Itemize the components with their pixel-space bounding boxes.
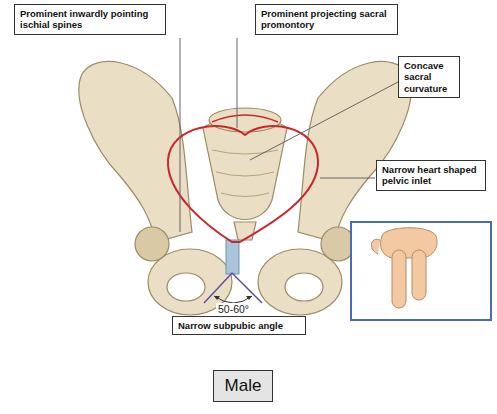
leader-line <box>250 82 398 160</box>
callout-box: Prominent inwardly pointing ischial spin… <box>14 4 166 35</box>
left-acetabulum <box>135 227 169 261</box>
callout-box: Narrow subpubic angle <box>172 316 306 335</box>
node-text: Male <box>220 376 266 396</box>
title-box: Male <box>213 370 273 402</box>
leader-line <box>237 38 238 128</box>
right-obturator <box>285 273 323 301</box>
promontory-outline <box>212 115 278 122</box>
subpubic-angle-lines <box>204 273 262 303</box>
angle-value: 50-60° <box>216 303 251 315</box>
leader-line <box>320 178 375 179</box>
segment-line <box>221 193 269 197</box>
node-text: Prominent projecting sacral promontory <box>261 8 392 31</box>
node-text: Prominent inwardly pointing ischial spin… <box>20 8 160 31</box>
callout-box: Prominent projecting sacral promontory <box>255 4 398 35</box>
thumb <box>371 239 380 254</box>
sacral-base <box>209 108 281 132</box>
leader-lines <box>180 38 398 232</box>
hand-fist <box>380 228 437 258</box>
callout-box: Concave sacral curvature <box>398 56 460 98</box>
coccyx <box>234 222 256 240</box>
inset-frame <box>351 222 491 320</box>
finger <box>412 250 426 300</box>
hand-inset <box>351 222 491 320</box>
finger <box>392 250 406 308</box>
node-text: Narrow subpubic angle <box>178 320 300 331</box>
pubic-symphysis <box>226 240 239 274</box>
pelvic-inlet-outline <box>168 126 318 242</box>
left-ilium <box>79 61 192 242</box>
sacral-segments <box>212 150 278 197</box>
callout-box: Narrow heart shaped pelvic inlet <box>376 160 486 191</box>
leader-line <box>180 38 181 232</box>
right-acetabulum <box>321 227 355 261</box>
arrowhead <box>246 296 252 300</box>
angle-arc <box>214 296 252 303</box>
arrowhead <box>214 296 220 300</box>
node-text: Narrow heart shaped pelvic inlet <box>382 164 480 187</box>
right-ilium <box>298 61 411 242</box>
left-obturator <box>167 273 205 301</box>
segment-line <box>216 172 274 176</box>
node-text: Concave sacral curvature <box>404 60 454 94</box>
